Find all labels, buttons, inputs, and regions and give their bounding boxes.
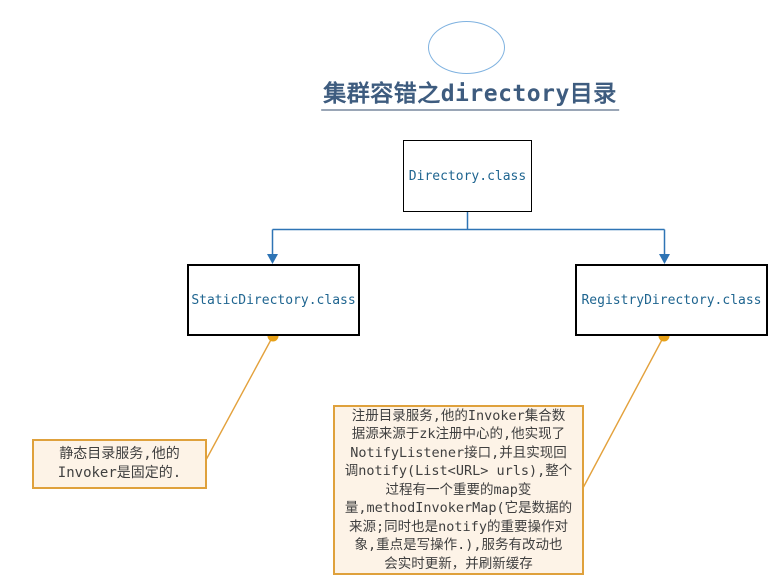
diagram-title: 集群容错之directory目录 (321, 74, 619, 111)
node-registry-directory-label: RegistryDirectory.class (581, 292, 762, 308)
callout-line-right (582, 335, 665, 488)
note-static-directory-text: 静态目录服务,他的 Invoker是固定的. (57, 446, 182, 481)
note-registry-directory: 注册目录服务,他的Invoker集合数 据源来源于zk注册中心的,他实现了 No… (333, 405, 584, 575)
node-static-directory-class: StaticDirectory.class (187, 264, 360, 336)
node-directory-label: Directory.class (408, 168, 527, 184)
node-directory-class: Directory.class (403, 140, 532, 212)
tree-connector (271, 212, 666, 255)
arrowhead-right-icon (659, 254, 670, 264)
note-registry-directory-text: 注册目录服务,他的Invoker集合数 据源来源于zk注册中心的,他实现了 No… (344, 407, 573, 572)
node-static-directory-label: StaticDirectory.class (191, 292, 356, 308)
note-static-directory: 静态目录服务,他的 Invoker是固定的. (32, 439, 207, 489)
callout-line-left (205, 335, 274, 460)
arrowhead-left-icon (267, 254, 278, 264)
ellipse-shape (428, 21, 505, 74)
node-registry-directory-class: RegistryDirectory.class (575, 264, 768, 336)
